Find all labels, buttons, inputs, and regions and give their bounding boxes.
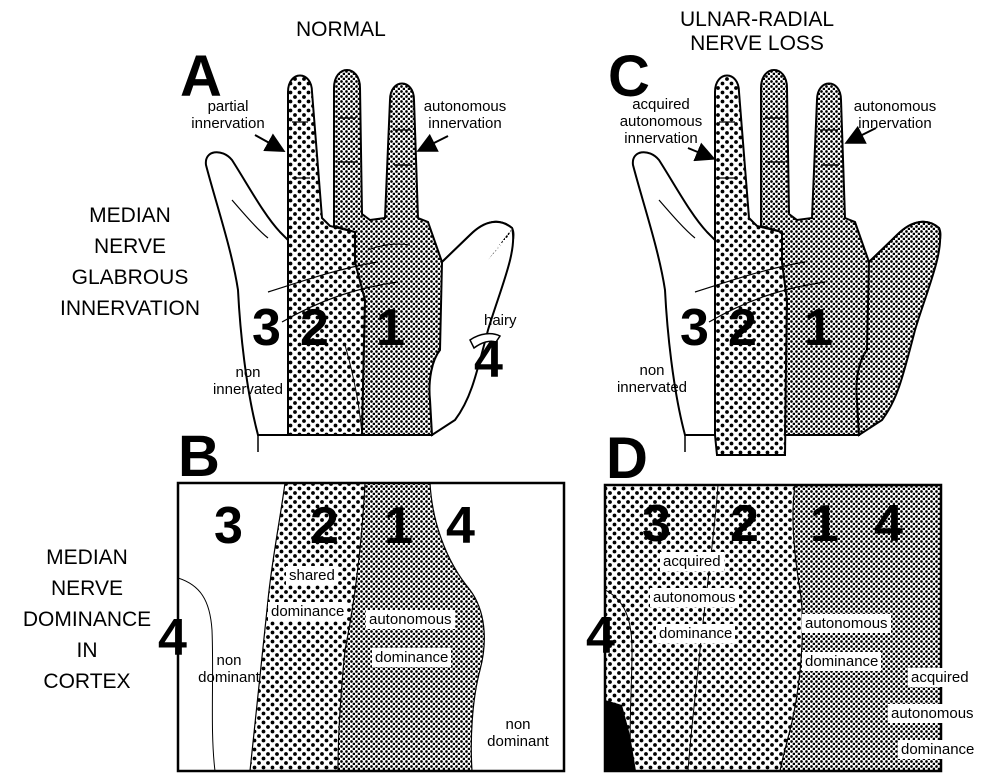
callout-acquired-autonomous: acquired autonomous innervation (612, 96, 710, 147)
callout-line: autonomous (612, 113, 710, 130)
zone-number: 2 (730, 498, 759, 550)
callout-line: acquired (612, 96, 710, 113)
non-dominant-line: non (478, 716, 558, 733)
zone-number: 4 (874, 498, 903, 550)
autonomous-dominance-label-b: dominance (372, 648, 451, 667)
heading-loss: ULNAR-RADIAL NERVE LOSS (662, 8, 852, 56)
row-label-top-line: NERVE (40, 231, 220, 262)
zone-number: 2 (310, 500, 339, 552)
row-label-bottom-line: IN (12, 635, 162, 666)
autonomous-label-d: autonomous (802, 614, 891, 633)
zone-number: 1 (810, 498, 839, 550)
callout-partial-innervation: partial innervation (178, 98, 278, 132)
zone-number: 3 (642, 498, 671, 550)
side-zone-d: 4 (586, 610, 615, 662)
row-label-bottom-line: DOMINANCE (12, 604, 162, 635)
zone-number: 3 (680, 302, 709, 354)
row-label-bottom: MEDIAN NERVE DOMINANCE IN CORTEX (12, 542, 162, 697)
non-innervated-line: innervated (208, 381, 288, 398)
zone-number: 1 (804, 302, 833, 354)
non-dominant-left: non dominant (196, 652, 262, 686)
autonomous-label-b: autonomous (366, 610, 455, 629)
row-label-top-line: GLABROUS (40, 262, 220, 293)
panel-letter-b: B (178, 428, 220, 486)
acquired-label-d: acquired (660, 552, 724, 571)
zone-number: 3 (252, 302, 281, 354)
non-innervated-line: non (208, 364, 288, 381)
shared-dominance-label: dominance (268, 602, 347, 621)
non-innervated-c: non innervated (612, 362, 692, 396)
non-dominant-line: non (196, 652, 262, 669)
right-autonomous-label: autonomous (888, 704, 977, 723)
non-innervated-line: innervated (612, 379, 692, 396)
callout-autonomous-innervation-a: autonomous innervation (410, 98, 520, 132)
heading-normal: NORMAL (296, 18, 386, 42)
acquired-autonomous-label-d: autonomous (650, 588, 739, 607)
shared-label: shared (286, 566, 338, 585)
callout-line: innervation (410, 115, 520, 132)
callout-line: innervation (612, 130, 710, 147)
callout-line: innervation (178, 115, 278, 132)
right-dominance-label: dominance (898, 740, 977, 759)
panel-letter-d: D (606, 430, 648, 488)
autonomous-dominance-label-d: dominance (802, 652, 881, 671)
row-label-bottom-line: NERVE (12, 573, 162, 604)
row-label-top: MEDIAN NERVE GLABROUS INNERVATION (40, 200, 220, 324)
non-innervated-a: non innervated (208, 364, 288, 398)
non-dominant-line: dominant (196, 669, 262, 686)
row-label-top-line: INNERVATION (40, 293, 220, 324)
heading-loss-line2: NERVE LOSS (662, 32, 852, 56)
zone-number: 2 (300, 302, 329, 354)
right-acquired-label: acquired (908, 668, 972, 687)
acquired-dominance-label-d: dominance (656, 624, 735, 643)
non-dominant-right: non dominant (478, 716, 558, 750)
callout-line: partial (178, 98, 278, 115)
zone-number: 1 (376, 302, 405, 354)
hairy-label: hairy (484, 312, 517, 329)
non-dominant-line: dominant (478, 733, 558, 750)
zone-number: 1 (384, 500, 413, 552)
zone-number: 3 (214, 500, 243, 552)
callout-line: autonomous (410, 98, 520, 115)
non-innervated-line: non (612, 362, 692, 379)
callout-line: autonomous (840, 98, 950, 115)
row-label-top-line: MEDIAN (40, 200, 220, 231)
row-label-bottom-line: MEDIAN (12, 542, 162, 573)
zone-number: 2 (728, 302, 757, 354)
side-zone-b: 4 (158, 612, 187, 664)
callout-line: innervation (840, 115, 950, 132)
zone-number: 4 (446, 500, 475, 552)
zone-number-hairy: 4 (474, 334, 503, 386)
callout-autonomous-innervation-c: autonomous innervation (840, 98, 950, 132)
row-label-bottom-line: CORTEX (12, 666, 162, 697)
heading-loss-line1: ULNAR-RADIAL (662, 8, 852, 32)
